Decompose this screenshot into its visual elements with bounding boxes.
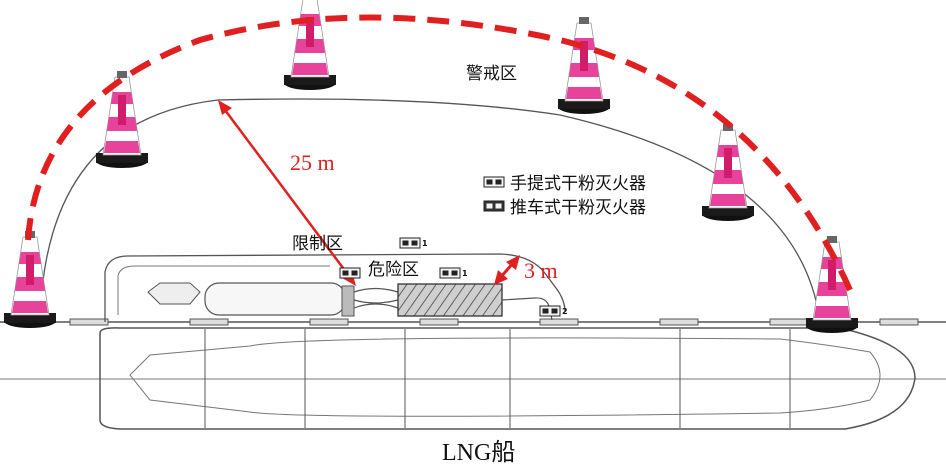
legend-label: 手提式干粉灭火器: [510, 174, 646, 194]
ship-hull: [0, 321, 946, 430]
cone-3: [283, 0, 337, 91]
distance-label-25m: 25 m: [290, 150, 335, 175]
transfer-equipment: [147, 282, 399, 317]
restricted-zone-outline: [104, 253, 566, 322]
extinguisher-tag: 2: [562, 307, 568, 316]
legend-label: 推车式干粉灭火器: [510, 198, 646, 218]
legend: 手提式干粉灭火器 推车式干粉灭火器: [483, 174, 646, 218]
vessel-label: LNG船: [442, 439, 515, 466]
hull-outline: [99, 327, 916, 430]
extinguisher-on-site: 1: [399, 237, 428, 249]
cone-2: [95, 70, 149, 169]
distance-label-3m: 3 m: [524, 258, 558, 283]
hull-inner-line: [129, 337, 881, 417]
warning-zone-boundary: [39, 98, 821, 323]
distance-arrow-3m: [494, 255, 520, 285]
warning-zone-label: 警戒区: [466, 64, 517, 84]
cone-4: [557, 16, 611, 115]
danger-zone-label: 危险区: [368, 260, 419, 280]
warning-zone-dashed-line: [25, 14, 853, 292]
cart-extinguisher-icon: [483, 200, 505, 212]
extinguisher-tag: 1: [422, 239, 428, 248]
extinguisher-on-site: 2: [539, 305, 568, 317]
danger-zone-area: [397, 283, 503, 317]
distance-arrow-25m: [218, 100, 356, 286]
restricted-zone-label: 限制区: [292, 234, 343, 254]
cone-1: [3, 230, 57, 329]
extinguisher-tag: 1: [462, 269, 468, 278]
restricted-zone-inner: [117, 265, 330, 315]
extinguisher-on-site: [339, 267, 361, 279]
jetty-fenders: [69, 318, 919, 326]
portable-extinguisher-icon: [483, 176, 505, 188]
extinguisher-on-site: 1: [439, 267, 468, 279]
